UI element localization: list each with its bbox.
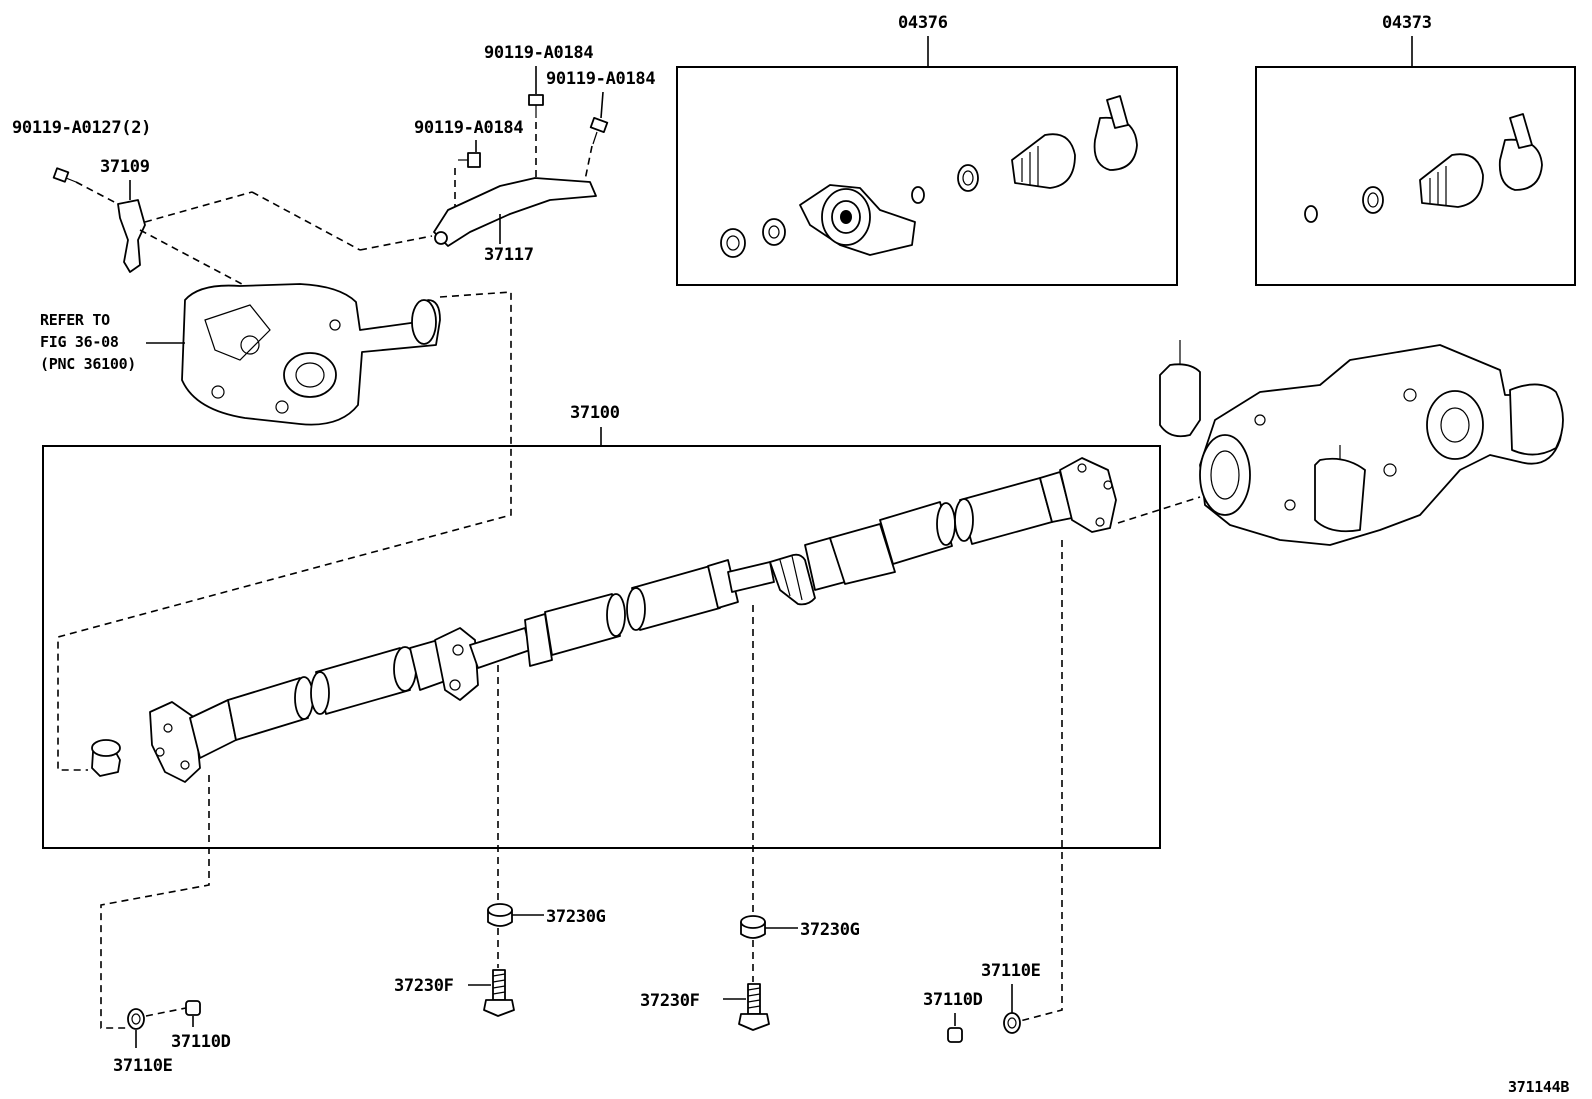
universal-joint-icon: [409, 627, 531, 701]
reference-note-line2[interactable]: FIG 36-08: [40, 333, 119, 351]
bracket-37117-icon: [433, 177, 597, 247]
washer-37110e-left-label[interactable]: 37110E: [113, 1056, 173, 1076]
boot-icon: [1304, 113, 1543, 223]
kit-04376-box: [676, 66, 1178, 286]
washer-icon: [127, 1008, 145, 1030]
front-flange-yoke-icon: [149, 699, 237, 783]
bolt-a0184-top-label[interactable]: 90119-A0184: [484, 43, 594, 63]
diagram-id-label: 371144B: [1508, 1078, 1569, 1096]
nut-37110d-left-label[interactable]: 37110D: [171, 1032, 231, 1052]
bolt-37230f-a-label[interactable]: 37230F: [394, 976, 454, 996]
reference-note-line1[interactable]: REFER TO: [40, 311, 110, 329]
bolt-a0184-left-label[interactable]: 90119-A0184: [414, 118, 524, 138]
assembly-37100-label[interactable]: 37100: [570, 403, 620, 423]
bushing-icon: [91, 739, 121, 777]
bolt-icon: [738, 983, 770, 1031]
bolt-37230f-b-label[interactable]: 37230F: [640, 991, 700, 1011]
kit-04373-label[interactable]: 04373: [1382, 13, 1432, 33]
kit-04376-group: 04376: [676, 13, 1178, 286]
bolt-a0127-label[interactable]: 90119-A0127(2): [12, 118, 151, 138]
washer-icon: [740, 915, 766, 939]
reference-note: REFER TO FIG 36-08 (PNC 36100): [40, 311, 185, 373]
rear-flange-yoke-icon: [1059, 457, 1117, 533]
nut-icon: [185, 1000, 201, 1016]
washer-icon: [487, 903, 513, 927]
boot-icon: [1011, 95, 1138, 189]
bolt-icon: [52, 167, 77, 183]
bolt-a0184-right-label[interactable]: 90119-A0184: [546, 69, 656, 89]
washer-37230g-b-label[interactable]: 37230G: [800, 920, 860, 940]
bracket-group: 90119-A0127(2) 37109 90119-A0184 90119-A…: [12, 43, 656, 301]
bolt-icon: [458, 94, 609, 168]
kit-04373-box: [1255, 66, 1576, 286]
kit-04376-label[interactable]: 04376: [898, 13, 948, 33]
center-bearing-icon: [799, 184, 916, 256]
bolt-icon: [483, 969, 515, 1017]
transfer-case-icon: [181, 283, 441, 426]
kit-04373-group: 04373: [1255, 13, 1576, 286]
differential-icon: [1159, 340, 1564, 546]
seal-ring-icon: [720, 164, 979, 258]
propeller-shaft-assembly: 37100: [42, 403, 1161, 849]
washer-37230g-a-label[interactable]: 37230G: [546, 907, 606, 927]
nut-37110d-right-label[interactable]: 37110D: [923, 990, 983, 1010]
bracket-37109-icon: [117, 199, 146, 273]
washer-icon: [1003, 1012, 1021, 1034]
reference-note-line3[interactable]: (PNC 36100): [40, 355, 136, 373]
nut-icon: [947, 1027, 963, 1043]
washer-37110e-right-label[interactable]: 37110E: [981, 961, 1041, 981]
bracket-37109-label[interactable]: 37109: [100, 157, 150, 177]
bracket-37117-label[interactable]: 37117: [484, 245, 534, 265]
assembly-37100-box: [42, 445, 1161, 849]
hardware-group: 37110D 37110E 37230G 37230F 37230G: [100, 540, 1063, 1076]
